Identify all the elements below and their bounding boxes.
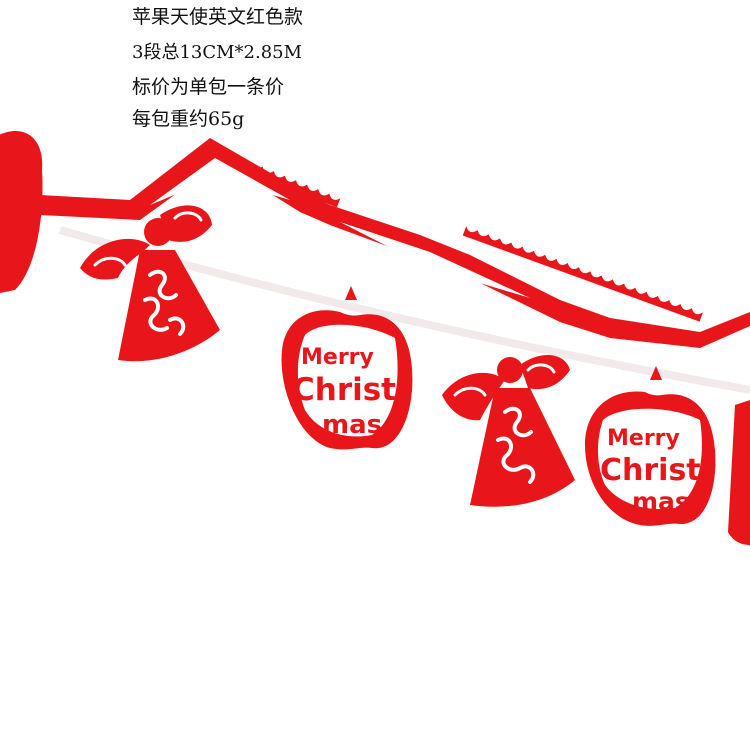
apple-ornament-center: Merry Christ mas <box>281 286 413 450</box>
badge-word-mas: mas <box>322 410 382 440</box>
angel-ornament-right-partial <box>728 400 750 545</box>
garland-string <box>40 138 750 348</box>
apple-ornament-left: rist <box>0 131 43 293</box>
badge-word-christ: Christ <box>292 372 396 408</box>
angel-ornament-center <box>442 354 575 507</box>
badge-word-merry-right: Merry <box>607 426 680 451</box>
badge-word-christ-right: Christ <box>600 453 701 488</box>
angel-ornament-left <box>80 205 220 362</box>
badge-word-merry: Merry <box>301 345 374 370</box>
badge-word-mas-right: mas <box>632 487 690 516</box>
apple-ornament-right: Merry Christ mas <box>585 366 716 526</box>
